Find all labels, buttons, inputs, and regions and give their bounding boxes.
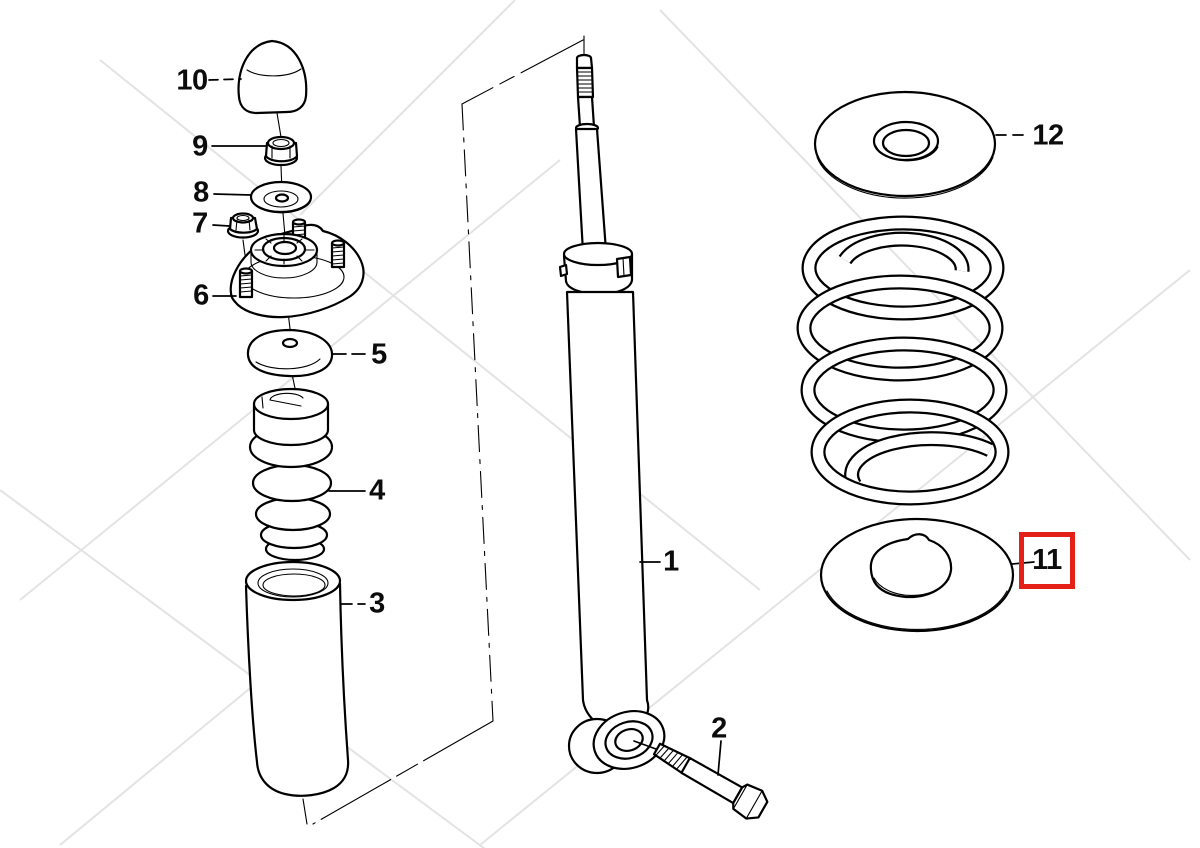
bearing-spokes — [254, 234, 315, 265]
callout-12[interactable]: 12 — [1032, 119, 1064, 152]
callout-6[interactable]: 6 — [193, 279, 209, 312]
protective-cap-part — [237, 39, 308, 115]
bolt-part — [652, 742, 769, 820]
spring-plate-part — [246, 328, 334, 378]
lock-nut-part — [263, 135, 299, 167]
support-bearing-part — [229, 218, 365, 319]
shock-eyelet — [592, 710, 666, 770]
protection-tube-part — [244, 560, 350, 797]
callout-7[interactable]: 7 — [192, 207, 208, 240]
callout-2[interactable]: 2 — [711, 712, 727, 745]
hex-nut-part — [226, 212, 260, 239]
callout-1[interactable]: 1 — [663, 545, 679, 578]
callout-4[interactable]: 4 — [369, 474, 385, 507]
lower-spring-pad-part — [819, 517, 1015, 633]
selected-part-highlight-box: 11 — [1019, 532, 1075, 589]
assembly-boundary — [302, 35, 585, 825]
callout-8[interactable]: 8 — [193, 176, 209, 209]
callout-5[interactable]: 5 — [371, 338, 387, 371]
bump-stop-part — [248, 387, 334, 562]
leader-lines — [208, 78, 1035, 776]
shock-absorber-part — [558, 53, 666, 775]
callout-9[interactable]: 9 — [192, 130, 208, 163]
washer-part — [249, 180, 313, 214]
callout-11[interactable]: 11 — [1032, 544, 1062, 576]
upper-spring-pad-part — [813, 90, 997, 199]
callout-10[interactable]: 10 — [176, 64, 208, 97]
coil-spring-part — [796, 215, 1010, 506]
callout-3[interactable]: 3 — [369, 587, 385, 620]
